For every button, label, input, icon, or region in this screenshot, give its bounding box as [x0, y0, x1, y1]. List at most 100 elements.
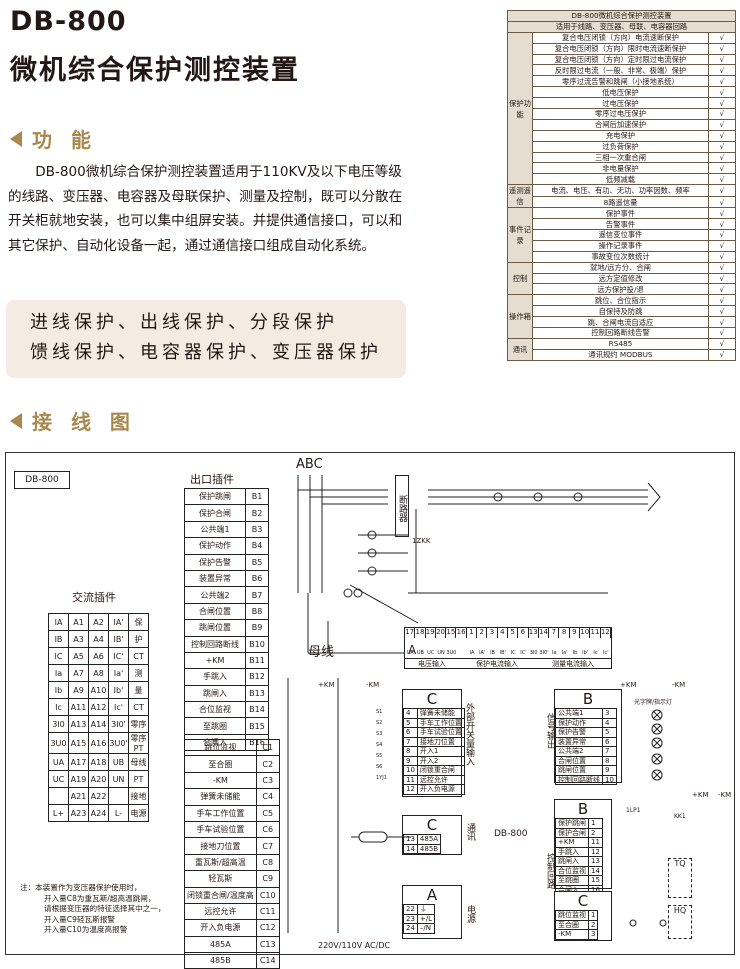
ft-row: 自保持及防跳√: [508, 305, 736, 318]
ft-check: √: [708, 229, 736, 241]
applications-box: 进线保护、出线保护、分段保护 馈线保护、电容器保护、变压器保护: [6, 300, 406, 378]
ft-title: DB-800微机综合保护测控装置: [507, 10, 736, 22]
out-code: B4: [245, 537, 269, 555]
out-name: 至跳圈: [184, 717, 246, 735]
lp-label: 1LP1: [626, 807, 641, 814]
out-code: B6: [245, 569, 269, 588]
ft-check: √: [708, 86, 736, 99]
control-b-cell: 12: [588, 846, 603, 857]
out-name: 保护动作: [184, 537, 246, 555]
b-signal-cell: 公共端1: [555, 708, 603, 719]
out-code: B10: [245, 635, 269, 653]
out-name: 485B: [184, 952, 257, 969]
ft-item: 充电保护: [532, 129, 709, 142]
busbar-label: 母线: [308, 645, 335, 660]
ft-check: √: [708, 207, 736, 220]
note-line: 开入量C9轻瓦斯报警: [44, 914, 115, 924]
control-b-cell: 合位监视: [555, 865, 589, 876]
switch-label: S4: [376, 742, 383, 748]
c-input-cell: 接地刀位置: [416, 736, 465, 747]
zkk-label: 1ZKK: [412, 537, 431, 545]
triangle-icon: [10, 412, 22, 429]
ac-cell: Ib': [108, 681, 129, 699]
ac-cell: 护: [128, 630, 149, 648]
ft-item: 保护事件: [532, 207, 709, 220]
c-side-label: 外部开关量输入: [464, 703, 474, 766]
ft-check: √: [708, 337, 736, 350]
ac-cell: A5: [68, 647, 89, 665]
control-b-cell: 2: [588, 827, 603, 838]
c-input-cell: 9: [403, 755, 418, 766]
out-name: 保护跳闸: [184, 487, 246, 506]
c-input-cell: 12: [403, 784, 418, 795]
ft-row: 过电压保护√: [508, 97, 736, 110]
terminal-sub: IB': [499, 650, 506, 656]
ft-check: √: [708, 250, 736, 263]
ft-item: 就地/远方分、合闸: [532, 261, 709, 274]
b-signal-cell: 8: [602, 755, 617, 766]
power-side-label: 电源: [465, 905, 475, 923]
terminal-num: 15: [446, 628, 457, 638]
control-side-label: 控制回路: [545, 853, 555, 889]
ft-item: 跳位、合位指示: [532, 294, 709, 307]
out-code: B12: [245, 668, 269, 686]
out-name: 远控允许: [184, 902, 257, 921]
ft-check: √: [708, 162, 736, 175]
control-b-cell: 15: [588, 875, 603, 886]
ac-cell: UC: [48, 770, 69, 788]
ac-cell: UN: [108, 770, 129, 788]
ft-check: √: [708, 108, 736, 120]
ft-row: 控制就地/远方分、合闸√: [507, 261, 736, 296]
ac-cell: A16: [88, 732, 109, 754]
terminal-num: 12: [600, 628, 611, 638]
terminal-sub: UB: [416, 650, 424, 656]
out-name: 合位监视: [184, 701, 246, 719]
ft-row: 操作记录事件√: [508, 239, 736, 252]
ft-item: 通讯规约 MODBUS: [532, 348, 709, 361]
terminal-num: 20: [436, 628, 447, 638]
terminal-sub: 3U0: [446, 650, 457, 656]
out-name: 开入负电源: [184, 919, 257, 937]
out-name: 跳位监视: [184, 738, 257, 757]
terminal-sub: Ic': [602, 650, 609, 656]
cable-icon: [351, 831, 411, 843]
ft-item: 远方定值修改: [532, 272, 709, 285]
terminal-sub: IC: [510, 650, 516, 656]
terminal-num: 16: [456, 628, 467, 638]
ft-row: 零序过电压保护√: [508, 108, 736, 120]
control-c-cell: 至合圈: [555, 919, 589, 930]
comm-cell: 485B: [416, 843, 442, 854]
ft-row: 充电保护√: [508, 129, 736, 142]
ft-item: 8路遥信量: [532, 195, 709, 209]
terminal-num: 8: [559, 628, 570, 638]
out-name: -KM: [184, 771, 257, 790]
ft-item: 远方保护投/退: [532, 283, 709, 296]
terminal-sub: IA: [469, 650, 475, 656]
section-function: 功 能: [10, 124, 97, 153]
c-input-cell: 10: [403, 765, 418, 776]
ft-row: 过负荷保护√: [508, 140, 736, 153]
ft-row: 三相一次重合闸√: [508, 151, 736, 164]
ac-cell: 测: [128, 664, 149, 682]
out-name: 装置异常: [184, 569, 246, 588]
b-signal-cell: 3: [602, 708, 617, 719]
ft-check: √: [708, 31, 736, 44]
ac-cell: 3U0': [108, 732, 129, 754]
ac-cell: 量: [128, 681, 149, 699]
ac-cell: IB: [48, 630, 69, 648]
